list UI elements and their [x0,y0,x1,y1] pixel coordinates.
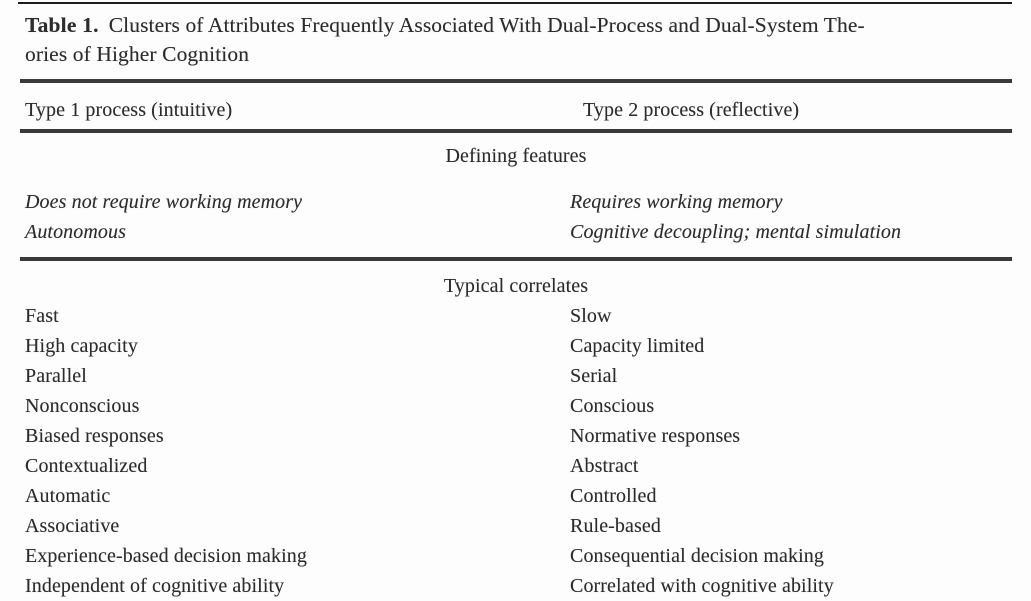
cell-type1: Nonconscious [25,395,140,417]
cell-type1: High capacity [25,335,138,357]
cell-type1: Associative [25,515,120,537]
cell-type2: Correlated with cognitive ability [570,575,834,597]
column-header-row: Type 1 process (intuitive) Type 2 proces… [25,83,1012,129]
caption-line-1: Table 1. Clusters of Attributes Frequentl… [25,11,1011,40]
table-row: Associative Rule-based [25,511,1012,541]
section-rows: Does not require working memory Requires… [25,187,1012,247]
section-heading: Defining features [445,145,587,167]
cell-type2: Capacity limited [570,335,705,357]
table-row: Fast Slow [25,301,1012,331]
table-row: Independent of cognitive ability Correla… [25,571,1012,601]
table-row: Autonomous Cognitive decoupling; mental … [25,217,1012,247]
table-top-border-rule [18,2,1012,4]
section-rows: Fast Slow High capacity Capacity limited… [25,301,1012,601]
caption-line-2: ories of Higher Cognition [25,42,250,66]
table-caption: Table 1. Clusters of Attributes Frequentl… [25,11,1011,69]
table-row: Experience-based decision making Consequ… [25,541,1012,571]
cell-type1: Independent of cognitive ability [25,575,285,597]
cell-type2: Conscious [570,395,655,417]
cell-type2: Consequential decision making [570,545,824,567]
table-row: Parallel Serial [25,361,1012,391]
cell-type1: Automatic [25,485,111,507]
cell-type2: Cognitive decoupling; mental simulation [570,221,902,243]
column-header-type2: Type 2 process (reflective) [583,99,800,121]
table-row: High capacity Capacity limited [25,331,1012,361]
table-row: Contextualized Abstract [25,451,1012,481]
cell-type2: Slow [570,305,612,327]
rule-below-caption [20,79,1012,83]
cell-type1: Fast [25,305,59,327]
table-body: Defining features Does not require worki… [0,141,1031,601]
cell-type1: Biased responses [25,425,164,447]
rule-below-header [20,129,1012,133]
cell-type1: Autonomous [25,221,126,243]
cell-type2: Controlled [570,485,657,507]
table-section-typical-correlates: Typical correlates Fast Slow High capaci… [0,271,1031,601]
cell-type1: Experience-based decision making [25,545,307,567]
column-header-type1: Type 1 process (intuitive) [25,99,233,121]
cell-type1: Does not require working memory [25,191,303,213]
cell-type1: Contextualized [25,455,148,477]
table-row: Does not require working memory Requires… [25,187,1012,217]
rule-below-defining-features [20,257,1012,261]
table-row: Biased responses Normative responses [25,421,1012,451]
cell-type2: Rule-based [570,515,661,537]
table-row: Nonconscious Conscious [25,391,1012,421]
cell-type2: Normative responses [570,425,741,447]
table-number-label: Table 1. [25,13,99,37]
section-heading: Typical correlates [443,275,589,297]
table-row: Automatic Controlled [25,481,1012,511]
caption-text-1: Clusters of Attributes Frequently Associ… [108,13,865,37]
cell-type1: Parallel [25,365,87,387]
cell-type2: Abstract [570,455,639,477]
cell-type2: Serial [570,365,618,387]
cell-type2: Requires working memory [570,191,783,213]
table-section-defining-features: Defining features Does not require worki… [0,141,1031,247]
